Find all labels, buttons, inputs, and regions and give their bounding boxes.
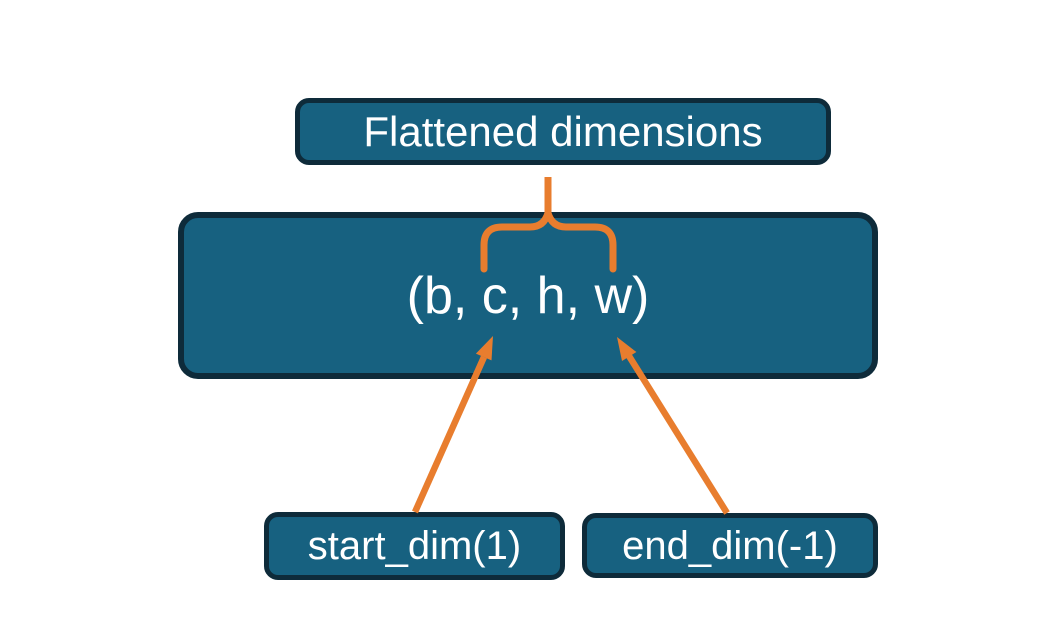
flattened-dimensions-label: Flattened dimensions [363,107,763,155]
end-dim-label: end_dim(-1) [622,523,838,568]
end-dim-box: end_dim(-1) [582,513,878,578]
tensor-shape-box: (b, c, h, w) [178,212,878,379]
tensor-shape-label: (b, c, h, w) [406,266,650,325]
end-dim-arrow-line [626,354,730,515]
start-dim-arrow-line [412,355,487,514]
flattened-dimensions-box: Flattened dimensions [295,98,831,165]
start-dim-box: start_dim(1) [264,512,565,580]
start-dim-label: start_dim(1) [307,524,522,568]
